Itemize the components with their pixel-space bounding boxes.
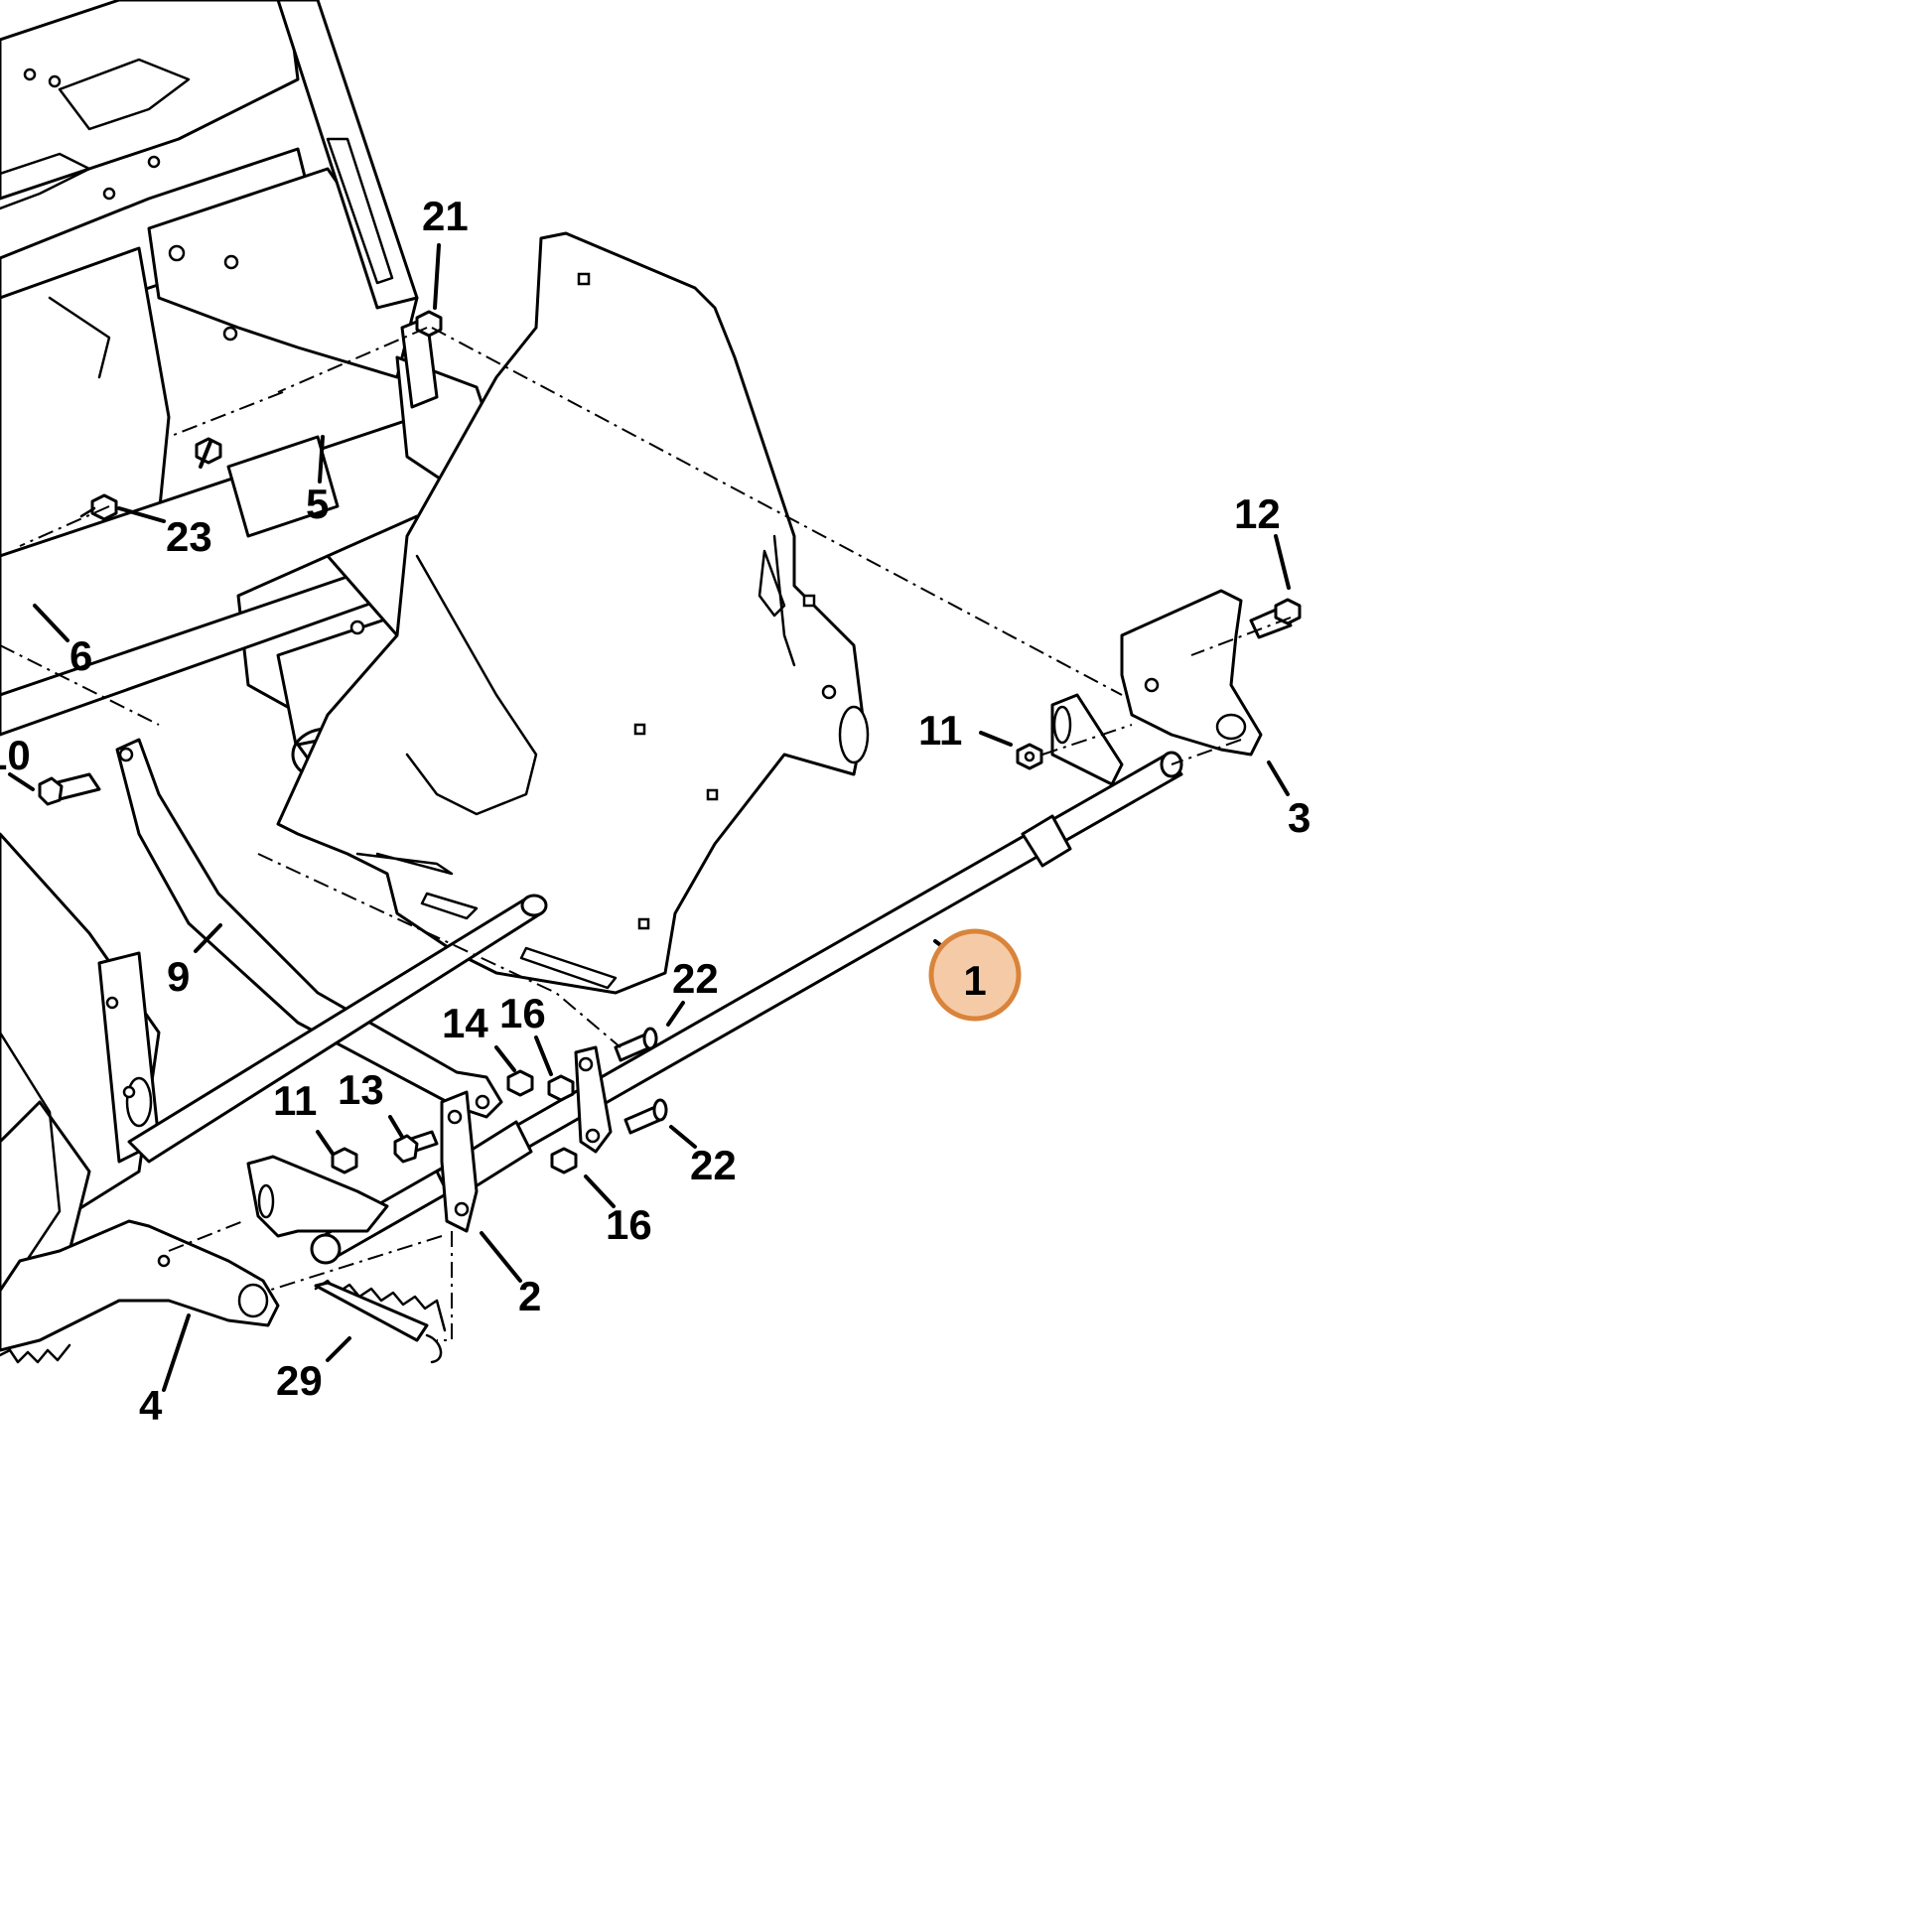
- spring-29: [314, 1279, 447, 1364]
- assembly-lines: [0, 327, 1292, 1341]
- callout-14: 14: [442, 1000, 488, 1046]
- leader-lines: [8, 243, 1291, 1392]
- callout-11-lower: 11: [273, 1077, 317, 1124]
- lower-shaft: [127, 894, 548, 1164]
- callout-21: 21: [422, 193, 469, 239]
- callout-5: 5: [306, 481, 329, 527]
- side-plate: [276, 231, 870, 995]
- callout-3: 3: [1288, 794, 1311, 841]
- callout-10: 10: [0, 732, 31, 778]
- callout-16-upper: 16: [499, 990, 546, 1036]
- callout-13: 13: [338, 1066, 384, 1113]
- callout-9: 9: [167, 953, 190, 1000]
- callout-6: 6: [69, 632, 92, 679]
- callout-1: 1: [963, 957, 986, 1004]
- callout-22-lower: 22: [690, 1142, 737, 1188]
- highlight-circle[interactable]: [928, 928, 1022, 1022]
- callout-16-lower: 16: [606, 1201, 652, 1248]
- callout-12: 12: [1234, 490, 1281, 537]
- arms: [0, 589, 1263, 1364]
- callout-11-upper: 11: [918, 707, 962, 754]
- highlight-callout-1[interactable]: 1: [928, 928, 1022, 1022]
- callout-22-upper: 22: [672, 955, 719, 1002]
- callout-29: 29: [276, 1357, 323, 1404]
- callout-23: 23: [166, 513, 212, 560]
- callout-4: 4: [139, 1382, 163, 1429]
- rock-shaft: [310, 751, 1183, 1265]
- callout-labels: 21 5 23 6 10 9 12 11 3 22 14 16 22 16 11…: [0, 193, 1311, 1429]
- callout-2: 2: [518, 1273, 541, 1319]
